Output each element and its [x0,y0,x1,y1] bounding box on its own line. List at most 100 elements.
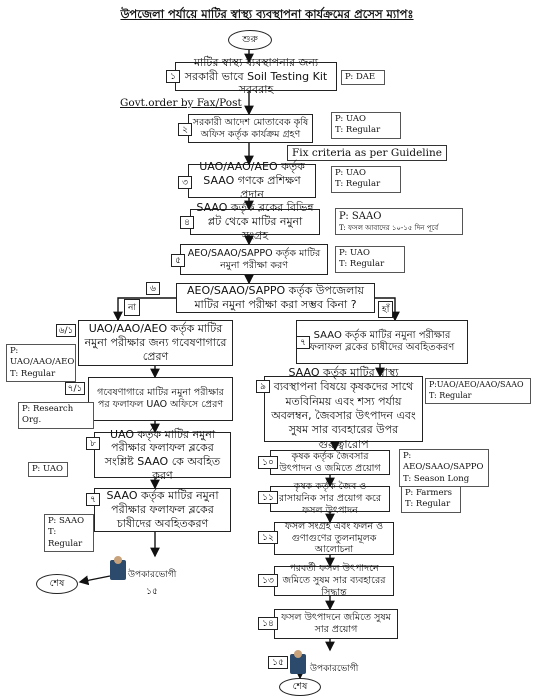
step-2-side-t: T: Regular [335,125,381,136]
step-7-left-text: SAAO কর্তৃক মাটির নমুনা পরীক্ষার ফলাফল ব… [106,489,219,530]
yes-label: হাঁ [378,301,394,318]
step-7-1-number: ৭/১ [65,382,85,395]
step-2-box: সরকারী আদেশ মোতাবেক কৃষি অফিস কর্তৃক কার… [188,114,313,143]
step-13-text: পরবর্তী ফসল উৎপাদনে জমিতে সুষম সার ব্যবহ… [282,563,386,598]
step-7-right-number: ৭ [296,336,310,349]
step-12-text: ফসল সংগ্রহ এবং ফলন ও গুণাগুণের তুলনামূলক… [284,520,384,556]
end-oval-right: শেষ [279,678,321,696]
step-9-box: SAAO কর্তৃক মাটির স্বাস্থ্য ব্যবস্থাপনা … [264,366,423,451]
step-10-text: কৃষক কর্তৃক জৈবসার উৎপাদন ও জমিতে প্রয়ো… [279,450,381,474]
step-6-1-text: UAO/AAO/AEO কর্তৃক মাটির নমুনা পরীক্ষার … [84,322,227,363]
start-oval: শুরু [228,30,272,50]
step-15-left-number: ১৫ [142,585,162,598]
step-4-side-t: T: ফসল আবাদের ১০-১৫ দিন পূর্বে [339,223,439,232]
step-14-number: ১৪ [258,617,278,630]
step-3-box: UAO/AAO/AEO কর্তৃক SAAO গণকে প্রশিক্ষণ প… [188,160,316,201]
step-11-box: কৃষক কর্তৃক জৈব ও রাসায়নিক সার প্রয়োগ … [270,481,390,516]
step-1-text: মাটির স্বাস্থ্য ব্যবস্থাপনার জন্য সরকারী… [184,55,328,97]
step-5-side-t: T: Regular [339,259,385,270]
step-10-number: ১০ [258,456,278,469]
step-12-box: ফসল সংগ্রহ এবং ফলন ও গুণাগুণের তুলনামূলক… [274,520,394,556]
step-11-side-p: P: Farmers [405,488,452,498]
step-8-box: UAO কর্তৃক মাটির নমুনা পরীক্ষার ফলাফল ব্… [94,428,231,482]
step-6-1-side-p: P: UAO/AAO/AEO [10,346,75,368]
beneficiary-left-label: উপকারভোগী [128,570,177,580]
step-4-text: SAAO কর্তৃক ব্লকের বিভিন্ন প্লট থেকে মাট… [196,201,314,242]
step-13-box: পরবর্তী ফসল উৎপাদনে জমিতে সুষম সার ব্যবহ… [274,563,394,598]
arrow-s6-yes [375,297,400,322]
no-label: না [124,299,140,316]
step-10-box: কৃষক কর্তৃক জৈবসার উৎপাদন ও জমিতে প্রয়ো… [270,450,390,475]
step-6-number: ৬ [146,282,160,295]
step-4-number: ৪ [180,216,194,229]
step-7-left-side-p: P: SAAO [48,516,85,526]
page-title: উপজেলা পর্যায়ে মাটির স্বাস্থ্য ব্যবস্থা… [120,7,414,21]
beneficiary-right-icon [290,650,306,674]
step-10-side-t: T: Season Long [403,473,470,484]
step-7-1-text: গবেষণাগারে মাটির নমুনা পরীক্ষার পর ফলাফল… [97,387,224,410]
step-7-left-box: SAAO কর্তৃক মাটির নমুনা পরীক্ষার ফলাফল ব… [94,488,231,532]
step-5-side-p: P: UAO [339,248,370,258]
step-6-text: AEO/SAAO/SAPPO কর্তৃক উপজেলায় মাটির নমু… [187,284,364,311]
beneficiary-left-icon [110,556,126,580]
step-5-box: AEO/SAAO/SAPPO কর্তৃক মাটির নমুনা পরীক্ষ… [180,244,328,275]
step-7-left-side-t: T: Regular [48,527,83,549]
step-3-number: ৩ [178,176,192,189]
end-oval-left: শেষ [36,574,78,594]
govt-order-label: Govt.order by Fax/Post [120,97,242,109]
step-9-side-p: P:UAO/AEO/AAO/SAAO [429,380,524,389]
beneficiary-right-label: উপকারভোগী [310,664,359,674]
step-11-text: কৃষক কর্তৃক জৈব ও রাসায়নিক সার প্রয়োগ … [278,481,382,516]
criteria-label: Fix criteria as per Guideline [287,145,447,161]
step-7-right-box: SAAO কর্তৃক মাটির নমুনা পরীক্ষার ফলাফল ব… [296,320,468,364]
step-1-number: ১ [166,70,180,83]
step-9-text: SAAO কর্তৃক মাটির স্বাস্থ্য ব্যবস্থাপনা … [271,366,416,451]
step-6-box: AEO/SAAO/SAPPO কর্তৃক উপজেলায় মাটির নমু… [176,283,375,313]
step-5-text: AEO/SAAO/SAPPO কর্তৃক মাটির নমুনা পরীক্ষ… [187,247,321,271]
step-3-side-p: P: UAO [335,168,366,178]
step-11-side-t: T: Regular [405,499,451,510]
step-8-number: ৮ [86,437,100,450]
step-7-left-number: ৭ [86,493,100,506]
step-2-text: সরকারী আদেশ মোতাবেক কৃষি অফিস কর্তৃক কার… [192,116,309,140]
step-1-side: P: DAE [341,70,385,86]
step-14-box: ফসল উৎপাদনে জমিতে সুষম সার প্রয়োগ [274,609,398,639]
step-12-number: ১২ [258,531,278,544]
step-8-side: P: UAO [28,462,68,478]
step-2-side-p: P: UAO [335,114,366,124]
step-7-1-side: P: Research Org. [18,402,94,429]
step-6-1-box: UAO/AAO/AEO কর্তৃক মাটির নমুনা পরীক্ষার … [78,320,233,366]
step-6-1-side-t: T: Regular [10,368,56,379]
arrow-ben-end [78,575,111,586]
step-3-side-t: T: Regular [335,179,381,190]
step-4-side-p: P: SAAO [339,211,382,222]
step-1-box: মাটির স্বাস্থ্য ব্যবস্থাপনার জন্য সরকারী… [175,56,337,96]
step-13-number: ১৩ [258,574,278,587]
step-11-number: ১১ [258,491,278,504]
step-2-number: ২ [178,123,192,136]
step-7-right-text: SAAO কর্তৃক মাটির নমুনা পরীক্ষার ফলাফল ব… [309,329,455,354]
step-15-right-number: ১৫ [268,656,288,669]
step-4-box: SAAO কর্তৃক ব্লকের বিভিন্ন প্লট থেকে মাট… [190,201,320,242]
step-9-side-t: T: Regular [429,390,472,400]
step-5-number: ৫ [171,254,185,267]
step-9-number: ৯ [256,380,270,393]
step-10-side-p: P: AEO/SAAO/SAPPO [403,451,484,473]
step-14-text: ফসল উৎপাদনে জমিতে সুষম সার প্রয়োগ [281,612,391,635]
step-3-text: UAO/AAO/AEO কর্তৃক SAAO গণকে প্রশিক্ষণ প… [199,160,305,201]
arrow-s6-no [113,297,176,322]
step-8-text: UAO কর্তৃক মাটির নমুনা পরীক্ষার ফলাফল ব্… [104,427,221,482]
step-7-1-box: গবেষণাগারে মাটির নমুনা পরীক্ষার পর ফলাফল… [88,377,233,421]
step-6-1-number: ৬/১ [56,324,76,337]
